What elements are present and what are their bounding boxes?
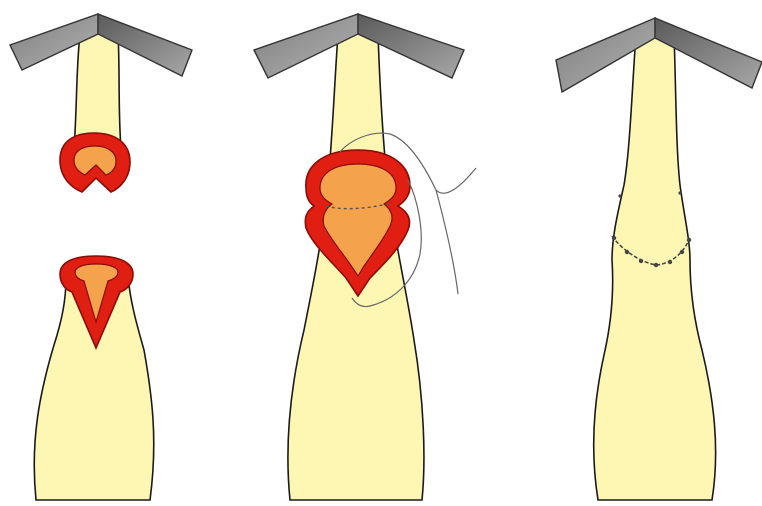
upper-segment [74,34,121,148]
panel-1 [10,14,192,500]
repaired-tube [594,34,716,500]
panel-2 [254,14,476,500]
panel-3 [556,18,762,500]
upper-cut-end [60,133,130,192]
